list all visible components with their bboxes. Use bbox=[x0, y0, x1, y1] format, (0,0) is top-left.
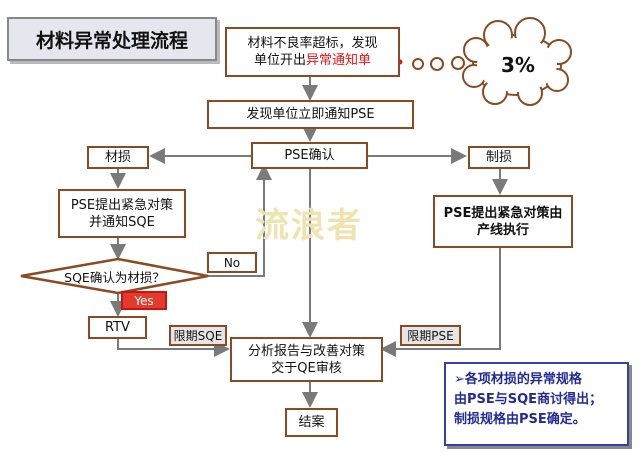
pse-production-node: PSE提出紧急对策由 产线执行 bbox=[433, 195, 573, 248]
sqe-decision-label: SQE确认为材损？ bbox=[64, 269, 165, 285]
report-line1: 分析报告与改善对策 bbox=[247, 343, 365, 359]
sqe-decision-diamond bbox=[20, 257, 209, 295]
pse-production-line1: PSE提出紧急对策由 bbox=[443, 205, 563, 221]
notify-node: 发现单位立即通知PSE bbox=[207, 100, 414, 129]
watermark: 流浪者 bbox=[255, 206, 363, 246]
pse-material-line1: PSE提出紧急对策 bbox=[70, 197, 174, 213]
start-node: 材料不良率超标，发现 单位开出异常通知单 bbox=[225, 27, 400, 77]
note-box: ➢各项材损的异常规格 由PSE与SQE商讨得出； 制损规格由PSE确定。 bbox=[444, 362, 629, 446]
deadline-sqe-label: 限期SQE bbox=[169, 325, 227, 346]
no-label: No bbox=[207, 252, 257, 273]
arrow-production-to-report bbox=[380, 247, 501, 357]
rtv-node: RTV bbox=[88, 316, 147, 339]
end-node: 结案 bbox=[285, 408, 338, 437]
start-line1: 材料不良率超标，发现 bbox=[247, 36, 378, 51]
note-line1: ➢各项材损的异常规格 bbox=[454, 372, 582, 387]
confirm-node: PSE确认 bbox=[251, 142, 368, 169]
note-line2: 由PSE与SQE商讨得出； bbox=[454, 392, 603, 407]
deadline-pse-label: 限期PSE bbox=[400, 325, 461, 346]
material-loss-node: 材损 bbox=[87, 146, 149, 169]
pse-production-line2: 产线执行 bbox=[476, 222, 529, 238]
start-line2-prefix: 单位开出 bbox=[253, 53, 306, 68]
start-line2-red: 异常通知单 bbox=[306, 53, 372, 68]
note-line3: 制损规格由PSE确定。 bbox=[454, 412, 586, 427]
production-loss-node: 制损 bbox=[468, 146, 530, 169]
yes-label: Yes bbox=[121, 291, 167, 310]
report-node: 分析报告与改善对策 交于QE审核 bbox=[230, 337, 383, 382]
report-line2: 交于QE审核 bbox=[271, 360, 342, 376]
start-line2: 单位开出异常通知单 bbox=[254, 52, 371, 69]
arrow-no-to-confirm bbox=[208, 164, 272, 277]
cloud-value: 3% bbox=[501, 53, 535, 77]
thought-bubbles bbox=[412, 56, 465, 71]
pse-material-line2: 并通知SQE bbox=[89, 214, 155, 230]
pse-material-node: PSE提出紧急对策 并通知SQE bbox=[58, 189, 186, 238]
page-title: 材料异常处理流程 bbox=[7, 17, 217, 61]
arrow-rtv-to-report bbox=[117, 339, 230, 357]
